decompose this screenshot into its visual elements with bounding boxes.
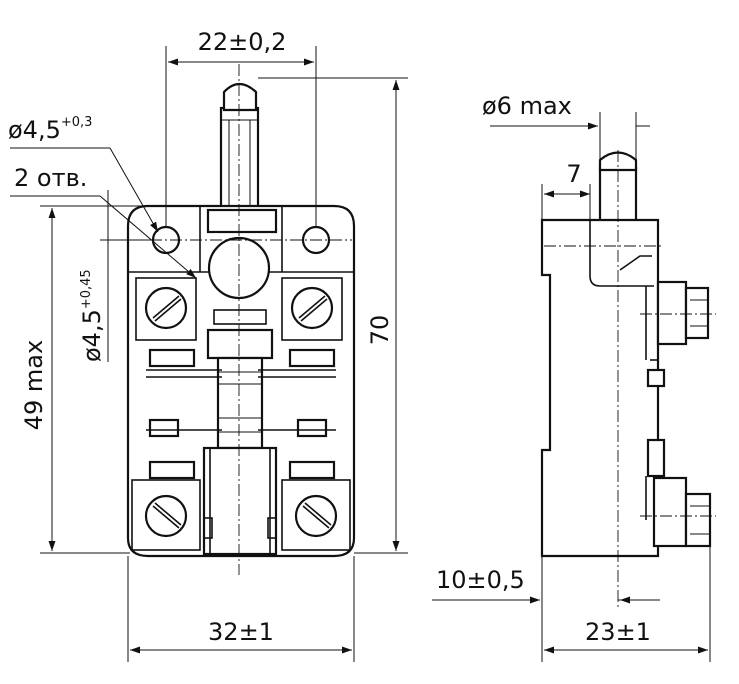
dim-plunger-dia: ø6 max <box>482 92 572 120</box>
side-terminal-lower <box>652 476 712 548</box>
dim-height-max: 49 max <box>20 340 48 430</box>
front-plunger <box>219 82 260 210</box>
side-terminal-upper <box>656 280 710 346</box>
dim-plunger-offset: 7 <box>566 160 581 188</box>
front-screws-upper <box>135 277 343 341</box>
holes-count-label: 2 отв. <box>14 164 87 192</box>
dim-top-width: 22±0,2 <box>198 28 287 56</box>
dim-total-height: 70 <box>366 315 394 346</box>
dim-side-width: 23±1 <box>585 618 651 646</box>
side-dimensions: ø6 max 7 10±0,5 23±1 <box>432 92 711 662</box>
front-mechanism <box>202 309 278 556</box>
side-view <box>540 150 716 610</box>
side-body-outline <box>540 218 660 558</box>
dim-hole-large: ø4,5+0,45 <box>78 269 106 362</box>
front-view <box>126 64 356 575</box>
front-contacts <box>146 348 336 480</box>
front-dimensions: 22±0,2 70 49 max ø4,5+0,45 ø4,5+0,3 2 от… <box>8 28 408 662</box>
front-screws-lower <box>131 479 351 551</box>
dim-side-offset: 10±0,5 <box>436 566 525 594</box>
dim-hole-small: ø4,5+0,3 <box>8 115 92 144</box>
dim-bottom-width: 32±1 <box>208 618 274 646</box>
